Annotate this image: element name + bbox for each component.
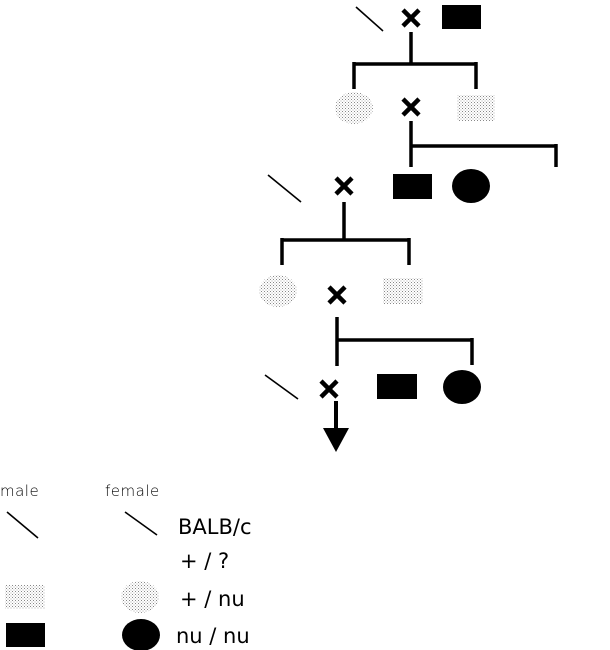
- balbc-male-slash-g5: [264, 374, 299, 400]
- het-female-g4: [259, 275, 297, 307]
- nu-nu-female-g5: [443, 370, 481, 404]
- legend-label-heterozygous: + / nu: [180, 587, 245, 611]
- balbc-male-slash-g1: [355, 6, 384, 32]
- cross-mark-g5: [319, 379, 339, 399]
- generation-2: [335, 92, 558, 167]
- het-female-g2: [335, 92, 373, 124]
- legend-header-male: male: [0, 482, 39, 500]
- legend-header-female: female: [105, 482, 160, 500]
- nu-nu-male-g5: [377, 374, 417, 399]
- nu-nu-male-g3: [393, 174, 432, 199]
- legend: male female BALB/c + / ? + / nu nu / nu: [0, 482, 252, 650]
- generation-3: [267, 169, 490, 265]
- het-male-g2: [457, 95, 495, 121]
- generation-4: [259, 275, 474, 366]
- legend-male-slash-icon: [6, 511, 39, 539]
- cross-mark-g2: [401, 97, 421, 117]
- cross-mark-g1: [401, 8, 421, 28]
- generation-1: [352, 5, 481, 89]
- balbc-male-slash-g3: [267, 174, 302, 203]
- legend-male-dotted-icon: [5, 585, 45, 609]
- legend-label-wild-unknown: + / ?: [180, 549, 229, 573]
- legend-female-dotted-icon: [121, 581, 159, 613]
- legend-label-homozygous: nu / nu: [176, 624, 250, 648]
- nu-nu-female-g3: [452, 169, 490, 203]
- generation-5: [264, 370, 481, 452]
- legend-label-balbc: BALB/c: [178, 515, 252, 539]
- legend-female-solid-icon: [122, 619, 160, 650]
- cross-mark-g3: [334, 176, 354, 196]
- continuation-arrow-icon: [323, 428, 349, 452]
- nu-nu-male-g1: [442, 5, 481, 29]
- legend-male-solid-icon: [6, 623, 45, 647]
- het-male-g4: [383, 278, 423, 304]
- cross-mark-g4: [327, 285, 347, 305]
- legend-female-slash-icon: [124, 511, 158, 536]
